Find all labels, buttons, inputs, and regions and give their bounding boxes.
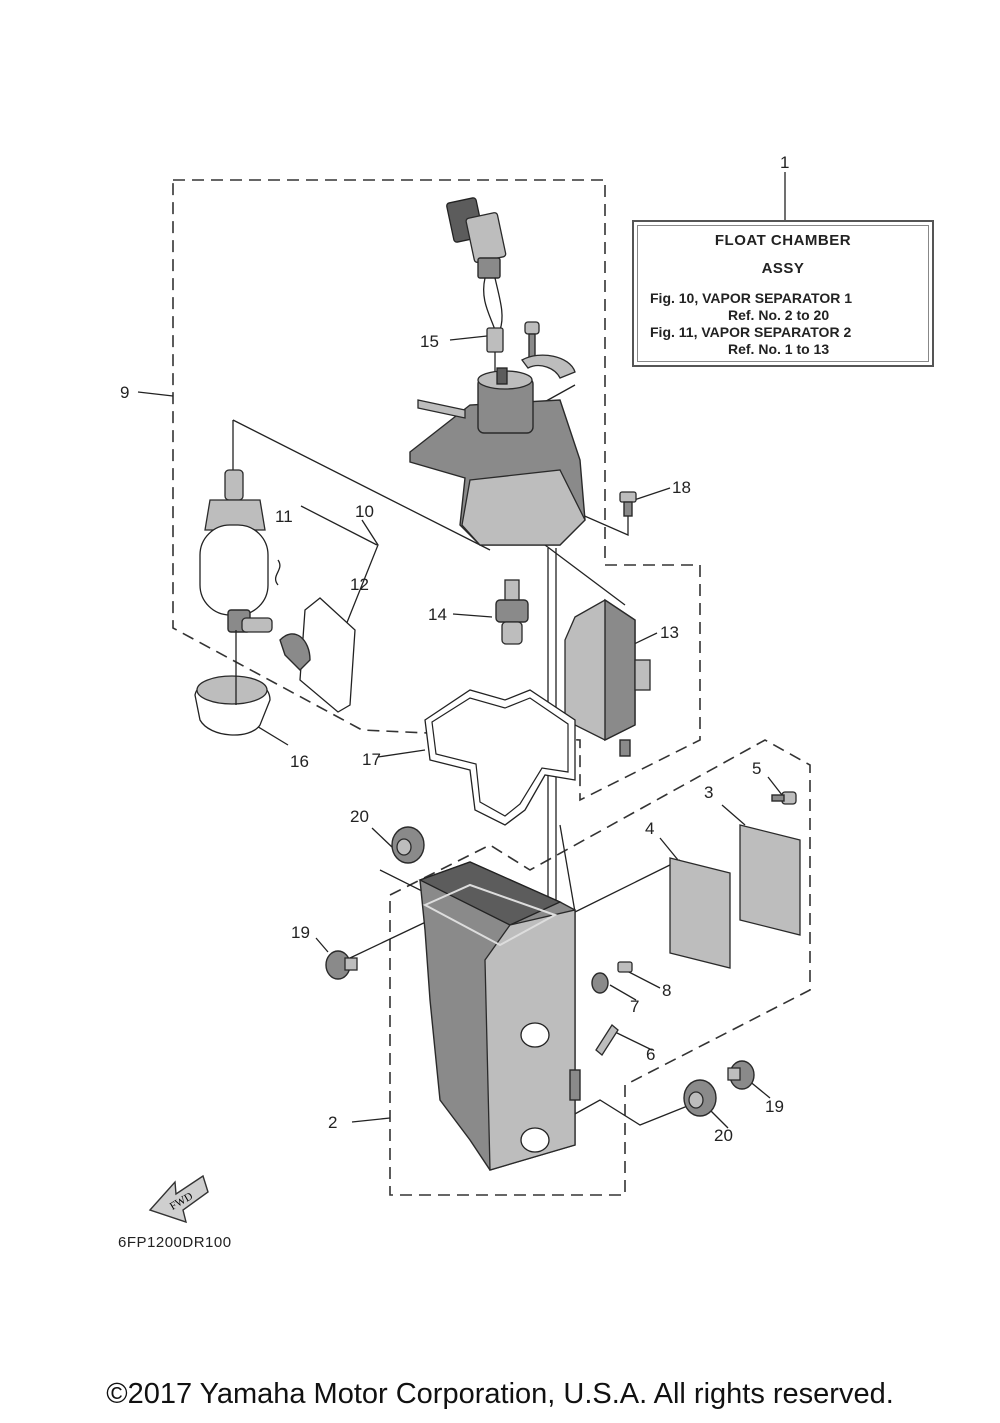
- callout-13: 13: [660, 623, 679, 642]
- callout-1: 1: [780, 153, 789, 172]
- separator-cover: [409, 321, 586, 546]
- callout-19-right: 19: [765, 1097, 784, 1116]
- callout-6: 6: [646, 1045, 655, 1064]
- reference-line-1: Fig. 10, VAPOR SEPARATOR 1: [650, 290, 853, 306]
- callout-12: 12: [350, 575, 369, 594]
- fuel-pump-part-11: [199, 469, 273, 633]
- callout-18: 18: [672, 478, 691, 497]
- pump-holder-part-16: [194, 630, 271, 736]
- callout-14: 14: [428, 605, 447, 624]
- reference-line-4: Ref. No. 1 to 13: [728, 341, 830, 357]
- float-chamber-reference-box: FLOAT CHAMBER ASSY Fig. 10, VAPOR SEPARA…: [632, 220, 934, 367]
- cover-part-13: [564, 598, 651, 757]
- wire-harness-part-15: [446, 197, 507, 372]
- plate-part-3: [739, 824, 801, 936]
- callout-5: 5: [752, 759, 761, 778]
- screw-part-8: [617, 961, 633, 973]
- plug-part-19-left: [325, 950, 358, 980]
- diagram-code: 6FP1200DR100: [118, 1234, 232, 1251]
- screw-part-18: [619, 491, 637, 517]
- nipple-part-6: [595, 1024, 619, 1056]
- lower-group-outline: [389, 739, 811, 1196]
- callout-7: 7: [630, 997, 639, 1016]
- callout-20-left: 20: [350, 807, 369, 826]
- callout-labels: 1 9 15 18 11 10 12 14 13 17 16 5 3 20 4 …: [120, 153, 789, 1145]
- screw-part-5: [771, 791, 797, 805]
- callout-10: 10: [355, 502, 374, 521]
- upper-group-outline: [172, 179, 701, 802]
- copyright-notice: ©2017 Yamaha Motor Corporation, U.S.A. A…: [106, 1378, 894, 1410]
- callout-4: 4: [645, 819, 654, 838]
- grommet-part-20-left: [391, 826, 425, 864]
- washer-part-7: [591, 972, 609, 994]
- callout-19-left: 19: [291, 923, 310, 942]
- callout-17: 17: [362, 750, 381, 769]
- callout-15: 15: [420, 332, 439, 351]
- callout-9: 9: [120, 383, 129, 402]
- reference-title-line2: ASSY: [761, 260, 805, 277]
- callout-20-right: 20: [714, 1126, 733, 1145]
- callout-3: 3: [704, 783, 713, 802]
- float-chamber-body-part-2: [418, 861, 581, 1171]
- filter-part-12: [274, 559, 356, 713]
- reference-line-3: Fig. 11, VAPOR SEPARATOR 2: [650, 324, 852, 340]
- reference-line-2: Ref. No. 2 to 20: [728, 307, 830, 323]
- gasket-part-4: [669, 857, 731, 969]
- gasket-part-17: [424, 689, 576, 826]
- callout-8: 8: [662, 981, 671, 1000]
- callout-11: 11: [275, 507, 293, 526]
- callout-2: 2: [328, 1113, 337, 1132]
- plug-part-19-right: [727, 1060, 755, 1090]
- grommet-part-20-right: [683, 1079, 717, 1117]
- fwd-direction-arrow: FWD: [148, 1174, 209, 1224]
- callout-16: 16: [290, 752, 309, 771]
- reference-box-inner-border: [637, 225, 929, 362]
- reference-title-line1: FLOAT CHAMBER: [714, 232, 852, 249]
- sensor-part-14: [495, 579, 529, 645]
